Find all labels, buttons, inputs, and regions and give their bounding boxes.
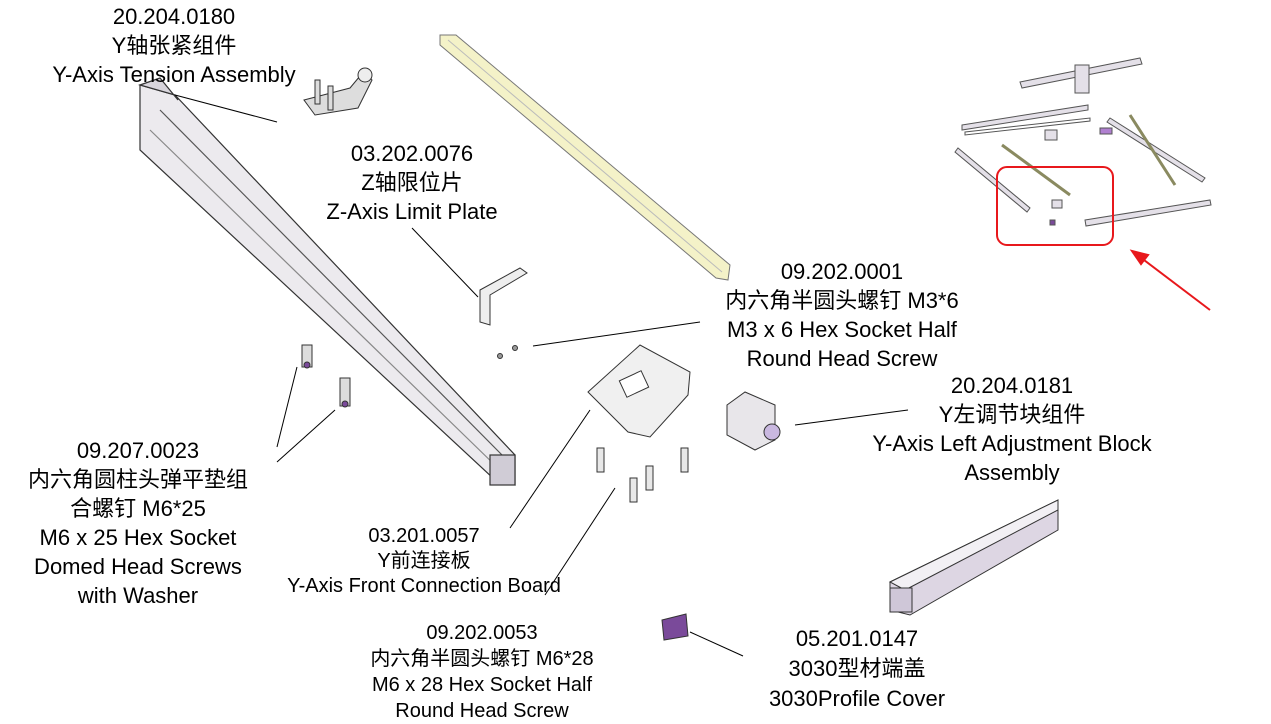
part-name-cn: 3030型材端盖 [788, 656, 926, 681]
part-name-en: M6 x 25 Hex Socket [39, 525, 237, 550]
part-name-cn: 内六角圆柱头弹平垫组 [27, 467, 249, 492]
adjustment-block-part [726, 391, 781, 451]
part-name-cn: Y轴张紧组件 [111, 33, 237, 58]
aluminum-profile-short [888, 499, 1059, 616]
part-name-en: Round Head Screw [395, 700, 569, 722]
part-code: 20.204.0180 [112, 4, 236, 29]
label-tension-assembly: 20.204.0180 Y轴张紧组件 Y-Axis Tension Assemb… [52, 2, 295, 89]
m3-screws [497, 345, 518, 359]
part-name-en: Y-Axis Front Connection Board [287, 575, 561, 597]
part-name-cn: 内六角半圆头螺钉 M3*6 [725, 288, 959, 313]
part-name-en: Domed Head Screws [34, 554, 242, 579]
part-name-en: M6 x 28 Hex Socket Half [371, 674, 593, 696]
part-name-en: M3 x 6 Hex Socket Half [727, 317, 957, 342]
label-m6-25-screw: 09.207.0023 内六角圆柱头弹平垫组 合螺钉 M6*25 M6 x 25… [28, 436, 248, 610]
overview-thumbnail [954, 57, 1212, 227]
limit-plate-part [479, 267, 528, 326]
front-connection-board [587, 344, 691, 438]
part-name-cn: 合螺钉 M6*25 [70, 496, 206, 521]
part-code: 09.202.0001 [780, 259, 904, 284]
label-m6-28-screw: 09.202.0053 内六角半圆头螺钉 M6*28 M6 x 28 Hex S… [370, 620, 593, 724]
part-name-en: Y-Axis Left Adjustment Block [872, 431, 1152, 456]
part-code: 03.201.0057 [368, 525, 480, 547]
tension-assembly-part [303, 67, 373, 116]
label-limit-plate: 03.202.0076 Z轴限位片 Z-Axis Limit Plate [326, 139, 497, 226]
profile-cover-part [661, 613, 689, 641]
part-name-cn: 内六角半圆头螺钉 M6*28 [370, 648, 594, 670]
part-name-cn: Y左调节块组件 [938, 402, 1086, 427]
leader-lines [174, 94, 909, 657]
part-name-en: Z-Axis Limit Plate [326, 199, 498, 224]
part-code: 05.201.0147 [795, 626, 919, 651]
m6-28-screws [596, 447, 689, 503]
arrow-icon [1129, 249, 1211, 311]
part-name-cn: Z轴限位片 [361, 170, 463, 195]
part-name-en: Round Head Screw [746, 346, 938, 371]
part-name-en: with Washer [77, 583, 199, 608]
label-adjust-block: 20.204.0181 Y左调节块组件 Y-Axis Left Adjustme… [872, 371, 1151, 487]
m6-25-screws [301, 344, 351, 408]
part-code: 09.207.0023 [76, 438, 200, 463]
part-name-en: Y-Axis Tension Assembly [52, 62, 296, 87]
part-name-en: 3030Profile Cover [768, 686, 946, 711]
label-profile-cover: 05.201.0147 3030型材端盖 3030Profile Cover [769, 624, 945, 714]
label-m3-screw: 09.202.0001 内六角半圆头螺钉 M3*6 M3 x 6 Hex Soc… [725, 257, 958, 373]
part-name-en: Assembly [964, 460, 1060, 485]
label-front-board: 03.201.0057 Y前连接板 Y-Axis Front Connectio… [287, 524, 561, 599]
part-code: 03.202.0076 [350, 141, 474, 166]
part-code: 20.204.0181 [950, 373, 1074, 398]
part-name-cn: Y前连接板 [377, 550, 471, 572]
part-code: 09.202.0053 [426, 622, 538, 644]
highlight-box [996, 166, 1114, 246]
linear-rod [439, 34, 731, 281]
